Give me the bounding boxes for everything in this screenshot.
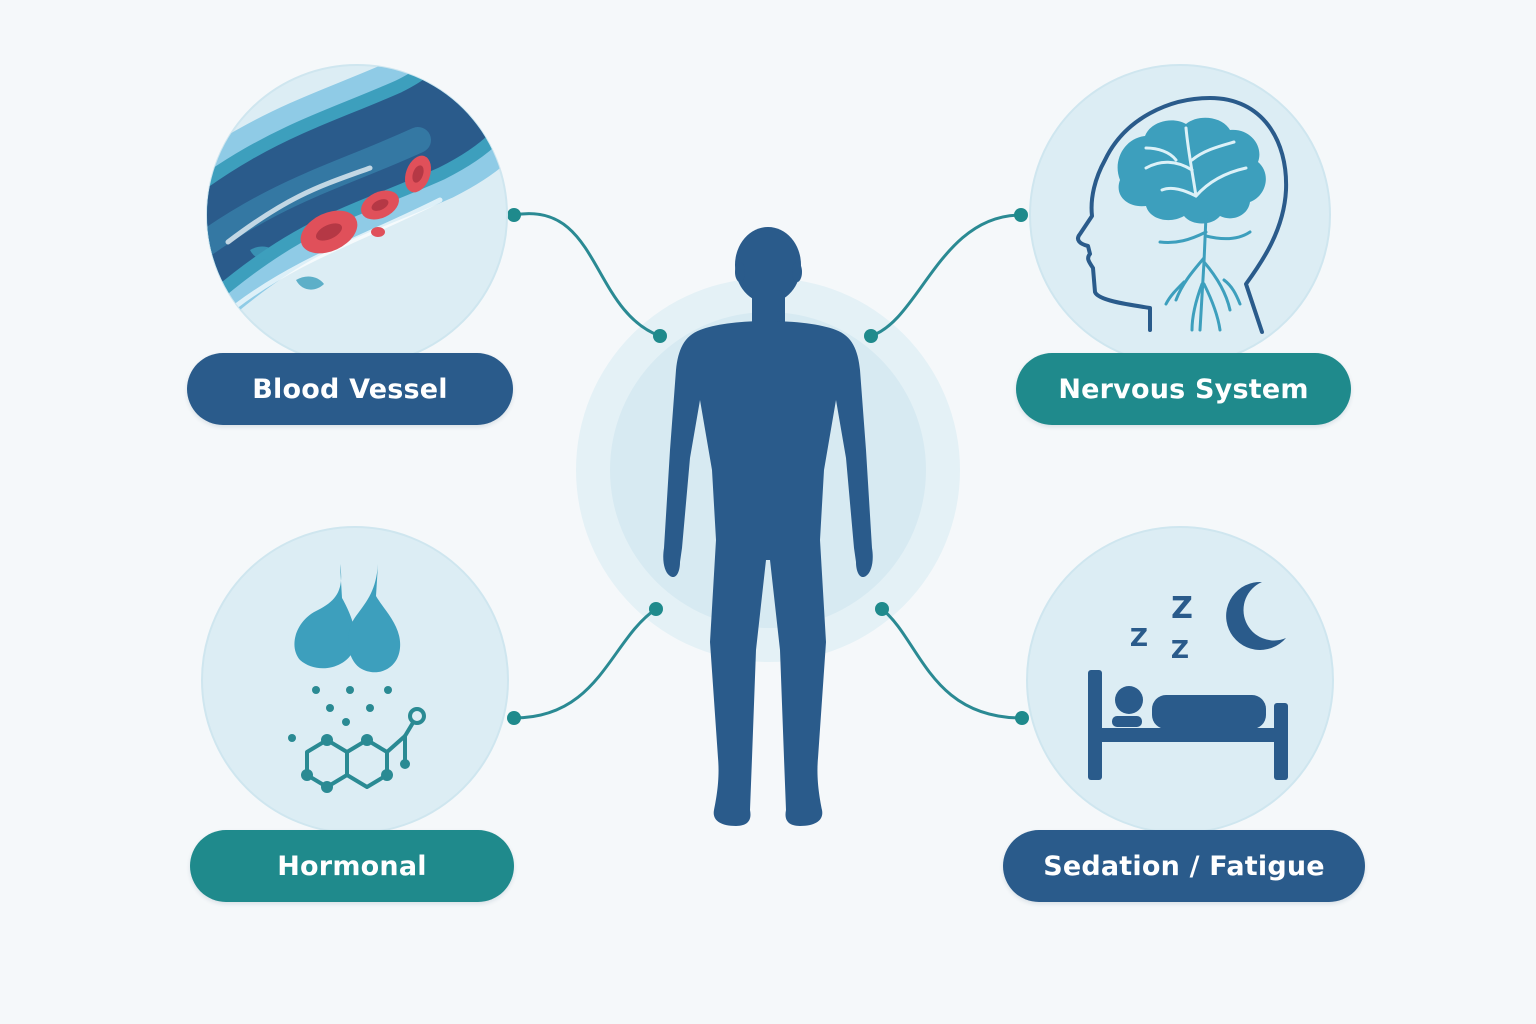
connector-dots <box>507 208 1029 725</box>
head-brain-icon <box>1076 96 1289 334</box>
connectors <box>512 212 1024 720</box>
connector-blood-vessel <box>512 212 662 338</box>
connector-hormonal <box>512 607 658 720</box>
sedation-fatigue-label[interactable]: Sedation / Fatigue <box>1003 830 1365 902</box>
human-body-icon <box>663 227 873 826</box>
connector-sedation <box>880 607 1024 720</box>
sleep-z-1: Z <box>1171 591 1193 626</box>
gland-molecule-icon <box>288 564 426 793</box>
bed-sleep-icon: Z Z Z Z <box>1088 581 1288 780</box>
hormonal-label[interactable]: Hormonal <box>190 830 514 902</box>
connector-nervous-system <box>869 213 1023 338</box>
blood-vessel-label[interactable]: Blood Vessel <box>187 353 513 425</box>
nervous-system-label[interactable]: Nervous System <box>1016 353 1351 425</box>
sleep-z-3: Z <box>1171 635 1189 664</box>
sleep-z-2: Z <box>1130 623 1148 652</box>
